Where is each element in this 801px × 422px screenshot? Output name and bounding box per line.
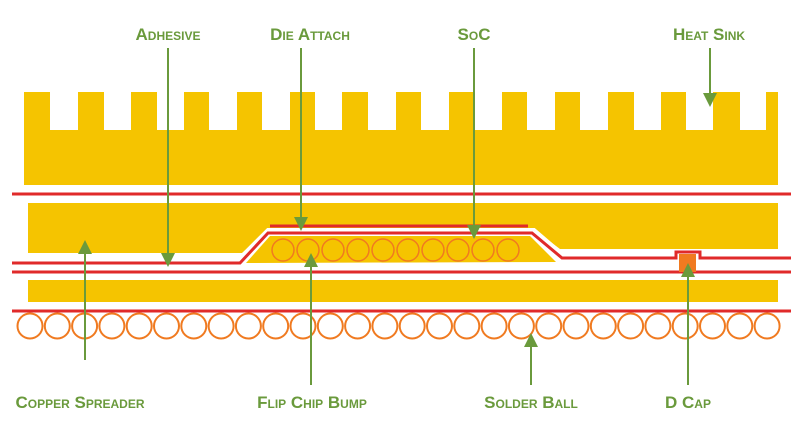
label-heat-sink: Heat Sink <box>673 25 745 44</box>
heat-sink <box>24 92 778 185</box>
label-flip-chip-bump: Flip Chip Bump <box>257 393 367 412</box>
solder-ball <box>726 312 754 340</box>
solder-ball <box>453 312 481 340</box>
label-solder-ball: Solder Ball <box>484 393 578 412</box>
label-d-cap: D Cap <box>665 393 711 412</box>
solder-ball <box>398 312 426 340</box>
solder-ball <box>699 312 726 340</box>
label-copper-spreader: Copper Spreader <box>15 393 144 412</box>
solder-balls <box>16 312 781 340</box>
solder-ball <box>644 312 672 340</box>
solder-ball <box>589 312 617 340</box>
solder-ball <box>289 312 317 340</box>
solder-ball <box>753 312 781 340</box>
solder-ball <box>125 312 153 340</box>
solder-ball <box>426 312 453 340</box>
solder-ball <box>98 312 126 340</box>
solder-ball <box>262 312 290 340</box>
adhesive-line-upper <box>12 231 791 265</box>
d-cap <box>679 254 696 272</box>
solder-ball <box>344 312 372 340</box>
die-pocket-outline <box>238 228 564 260</box>
solder-ball <box>562 312 590 340</box>
solder-ball <box>671 312 699 340</box>
solder-ball <box>535 312 563 340</box>
label-die-attach: Die Attach <box>270 25 350 44</box>
label-adhesive: Adhesive <box>136 25 201 44</box>
solder-ball <box>207 312 235 340</box>
substrate <box>28 280 778 302</box>
solder-ball <box>180 312 208 340</box>
solder-ball <box>480 312 508 340</box>
flip-chip-bumps <box>271 238 520 262</box>
solder-ball <box>234 312 262 340</box>
solder-ball <box>507 312 535 340</box>
solder-ball <box>617 312 645 340</box>
solder-ball <box>153 312 180 340</box>
label-soc: SoC <box>458 25 491 44</box>
solder-ball <box>16 312 44 340</box>
solder-ball <box>316 312 344 340</box>
solder-ball <box>43 312 71 340</box>
leader-arrows <box>78 48 717 385</box>
solder-ball <box>371 312 399 340</box>
